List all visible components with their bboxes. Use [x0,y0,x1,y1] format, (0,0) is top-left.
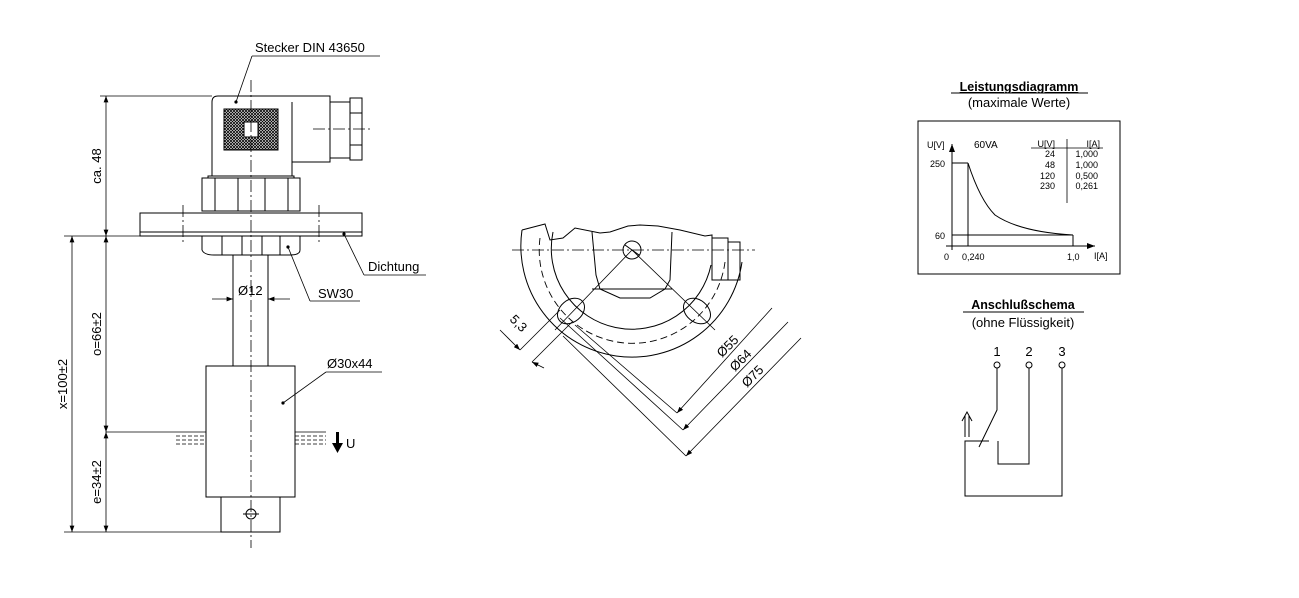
power-diagram-title: Leistungsdiagramm [960,80,1079,94]
terminal-label: 2 [1025,344,1032,359]
switch-contact [978,368,998,448]
up-arrow-icon [961,410,973,437]
cable-gland [329,101,351,159]
connector-body [211,95,331,177]
level-arrow-icon [332,432,343,453]
x-tick: 0,240 [962,252,985,262]
table-cell: 24 [1045,149,1055,159]
dim-x: x=100±2 [55,359,70,409]
x-tick: 1,0 [1067,252,1080,262]
table-cell: 230 [1040,181,1055,191]
y-axis-label: U[V] [927,140,945,150]
terminal [1025,361,1033,369]
side-view: U ca. 48 o=66±2 e=34±2 x=100±2 Ø12 [55,40,426,548]
seal-label: Dichtung [368,259,419,274]
table-cell: 120 [1040,171,1055,181]
mounting-slot [683,297,711,325]
connector-label: Stecker DIN 43650 [255,40,365,55]
liquid-level-lines [106,431,326,445]
table-cell: 1,000 [1075,149,1098,159]
terminal [1058,361,1066,369]
terminal [993,361,1001,369]
wiring-diagram: Anschlußschema (ohne Flüssigkeit) 1 2 3 [961,298,1084,497]
power-table: U[V] I[A] 24 1,000 48 1,000 120 0,500 23… [1031,139,1103,203]
float [205,365,296,498]
terminal-label: 3 [1058,344,1065,359]
level-label: U [346,436,355,451]
power-curve [967,162,1074,236]
wiring-subtitle: (ohne Flüssigkeit) [972,315,1075,330]
bolt-circle [538,237,726,344]
float-size-label: Ø30x44 [327,356,373,371]
x-tick: 0 [944,252,949,262]
table-header: I[A] [1086,139,1100,149]
power-diagram-subtitle: (maximale Werte) [968,95,1070,110]
table-cell: 48 [1045,160,1055,170]
terminal-label: 1 [993,344,1000,359]
table-cell: 1,000 [1075,160,1098,170]
y-tick: 60 [935,231,945,241]
table-cell: 0,261 [1075,181,1098,191]
dim-e: e=34±2 [89,460,104,504]
y-tick: 250 [930,159,945,169]
table-header: U[V] [1037,139,1055,149]
wiring-title: Anschlußschema [971,298,1076,312]
table-cell: 0,500 [1075,171,1098,181]
power-diagram: Leistungsdiagramm (maximale Werte) U[V] … [917,80,1121,275]
power-rating: 60VA [974,140,998,151]
wrench-size-label: SW30 [318,286,353,301]
x-axis-label: I[A] [1094,251,1108,261]
top-view: Ø55 Ø64 Ø75 5,3 [499,223,802,457]
stem-end [220,496,281,533]
mounting-slot [557,297,585,325]
flange-outer-arc [520,229,743,358]
leaders [234,55,426,405]
dim-connector-height: ca. 48 [89,148,104,183]
dim-stem-diameter: Ø12 [238,283,263,298]
dim-slot-width: 5,3 [507,312,530,335]
dim-o: o=66±2 [89,312,104,356]
